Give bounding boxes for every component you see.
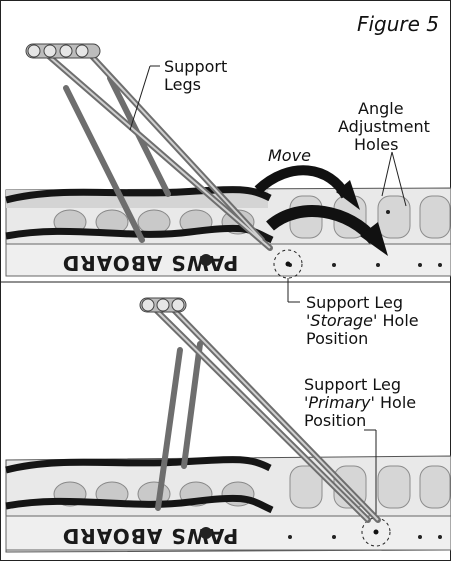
handle-bottom (140, 298, 186, 312)
primary-line3: Position (304, 412, 416, 430)
storage-line1: Support Leg (306, 294, 419, 312)
brand-text-bottom: PAWS ABOARD (62, 524, 239, 548)
paw-icon-bottom (200, 527, 212, 539)
support-legs-line1: Support (164, 58, 227, 76)
paw-icon-top (200, 254, 212, 266)
support-legs-line2: Legs (164, 76, 227, 94)
angle-holes-line3: Holes (354, 136, 430, 154)
primary-line2: 'Primary' Hole (304, 394, 416, 412)
move-label: Move (268, 146, 311, 165)
angle-holes-line1: Angle (358, 100, 430, 118)
storage-line3: Position (306, 330, 419, 348)
primary-hole-label: Support Leg 'Primary' Hole Position (304, 376, 416, 430)
storage-hole-label: Support Leg 'Storage' Hole Position (306, 294, 419, 348)
figure-title: Figure 5 (357, 12, 439, 36)
primary-line1: Support Leg (304, 376, 416, 394)
angle-holes-label: Angle Adjustment Holes (338, 100, 430, 154)
storage-line2: 'Storage' Hole (306, 312, 419, 330)
brand-text-top: PAWS ABOARD (62, 251, 239, 275)
primary-emph: Primary (308, 393, 370, 412)
angle-holes-line2: Adjustment (338, 118, 430, 136)
handle-top (26, 44, 100, 58)
support-legs-label: Support Legs (164, 58, 227, 94)
storage-emph: Storage (310, 311, 373, 330)
